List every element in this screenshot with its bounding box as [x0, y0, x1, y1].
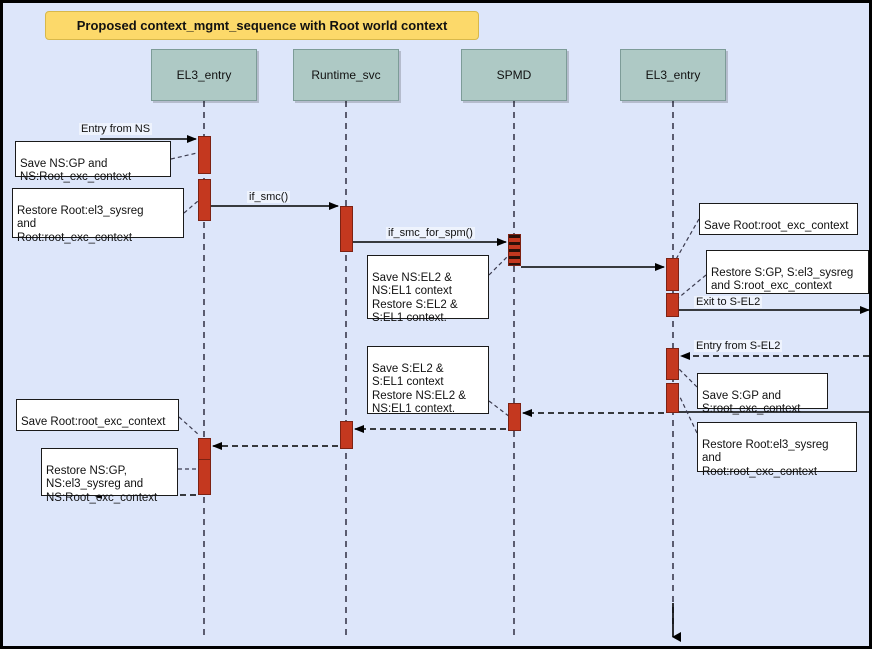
note-fold-corner: [157, 142, 170, 155]
activation-bar: [198, 459, 211, 495]
note-fold-corner: [170, 189, 183, 202]
note-fold-corner: [164, 449, 177, 462]
note-text: Save S:EL2 & S:EL1 context Restore NS:EL…: [372, 362, 466, 416]
note-text: Restore NS:GP, NS:el3_sysreg and NS:Root…: [46, 464, 158, 504]
activation-bar: [666, 293, 679, 317]
activation-bar: [508, 403, 521, 431]
note-connectors: [170, 152, 707, 470]
lifeline-label: EL3_entry: [645, 68, 701, 82]
diagram-title: Proposed context_mgmt_sequence with Root…: [76, 18, 448, 33]
note-save-root-exc-context-right: Save Root:root_exc_context: [699, 203, 858, 235]
note-fold-corner: [844, 204, 857, 217]
diagram-vector-layer: [92, 101, 869, 642]
note-fold-corner: [165, 400, 178, 413]
note-save-root-exc-context-left: Save Root:root_exc_context: [16, 399, 179, 431]
note-restore-ns-gp: Restore NS:GP, NS:el3_sysreg and NS:Root…: [41, 448, 178, 504]
note-text: Save S:GP and S:root_exc_context: [702, 389, 801, 416]
note-save-ns-gp: Save NS:GP and NS:Root_exc_context: [15, 141, 171, 183]
note-text: Save NS:EL2 & NS:EL1 context Restore S:E…: [372, 271, 458, 325]
note-fold-corner: [855, 251, 868, 264]
note-fold-corner: [475, 256, 488, 269]
activation-bar: [198, 438, 211, 460]
lifeline-head-el3-entry-right[interactable]: EL3_entry: [620, 49, 726, 101]
note-save-ns-el2-restore-s-el2: Save NS:EL2 & NS:EL1 context Restore S:E…: [367, 255, 489, 324]
note-text: Restore S:GP, S:el3_sysreg and S:root_ex…: [711, 266, 854, 293]
lifeline-head-spmd[interactable]: SPMD: [461, 49, 567, 101]
note-text: Save Root:root_exc_context: [21, 415, 166, 428]
lifeline-head-runtime-svc[interactable]: Runtime_svc: [293, 49, 399, 101]
activation-bar: [666, 348, 679, 380]
note-text: Save Root:root_exc_context: [704, 219, 849, 232]
lifeline-label: Runtime_svc: [311, 68, 381, 82]
activation-bar: [340, 206, 353, 252]
message-label-entry-from-ns: Entry from NS: [79, 123, 153, 135]
activation-bar: [666, 258, 679, 291]
lifeline-label: EL3_entry: [176, 68, 232, 82]
note-text: Restore Root:el3_sysreg and Root:root_ex…: [702, 438, 829, 478]
note-text: Restore Root:el3_sysreg and Root:root_ex…: [17, 204, 144, 244]
message-label-if-smc-for-spm: if_smc_for_spm(): [386, 227, 475, 239]
message-label-exit-to-s-el2: Exit to S-EL2: [694, 296, 763, 308]
activation-bar: [198, 136, 211, 174]
activation-bar: [508, 234, 521, 266]
diagram-title-banner: Proposed context_mgmt_sequence with Root…: [45, 11, 479, 40]
activation-bar: [340, 421, 353, 449]
message-label-if-smc: if_smc(): [247, 191, 291, 203]
note-text: Save NS:GP and NS:Root_exc_context: [20, 157, 132, 184]
note-fold-corner: [475, 347, 488, 360]
note-save-s-gp: Save S:GP and S:root_exc_context: [697, 373, 828, 415]
note-restore-root-el3-sysreg-left: Restore Root:el3_sysreg and Root:root_ex…: [12, 188, 184, 244]
note-restore-root-el3-sysreg-right: Restore Root:el3_sysreg and Root:root_ex…: [697, 422, 857, 478]
note-fold-corner: [843, 423, 856, 436]
message-label-entry-from-s-el2: Entry from S-EL2: [694, 340, 783, 352]
activation-bar: [198, 179, 211, 221]
lifeline-label: SPMD: [496, 68, 532, 82]
note-restore-s-gp: Restore S:GP, S:el3_sysreg and S:root_ex…: [706, 250, 869, 294]
note-fold-corner: [814, 374, 827, 387]
lifeline-head-el3-entry-left[interactable]: EL3_entry: [151, 49, 257, 101]
note-save-s-el2-restore-ns-el2: Save S:EL2 & S:EL1 context Restore NS:EL…: [367, 346, 489, 416]
activation-bar: [666, 383, 679, 413]
